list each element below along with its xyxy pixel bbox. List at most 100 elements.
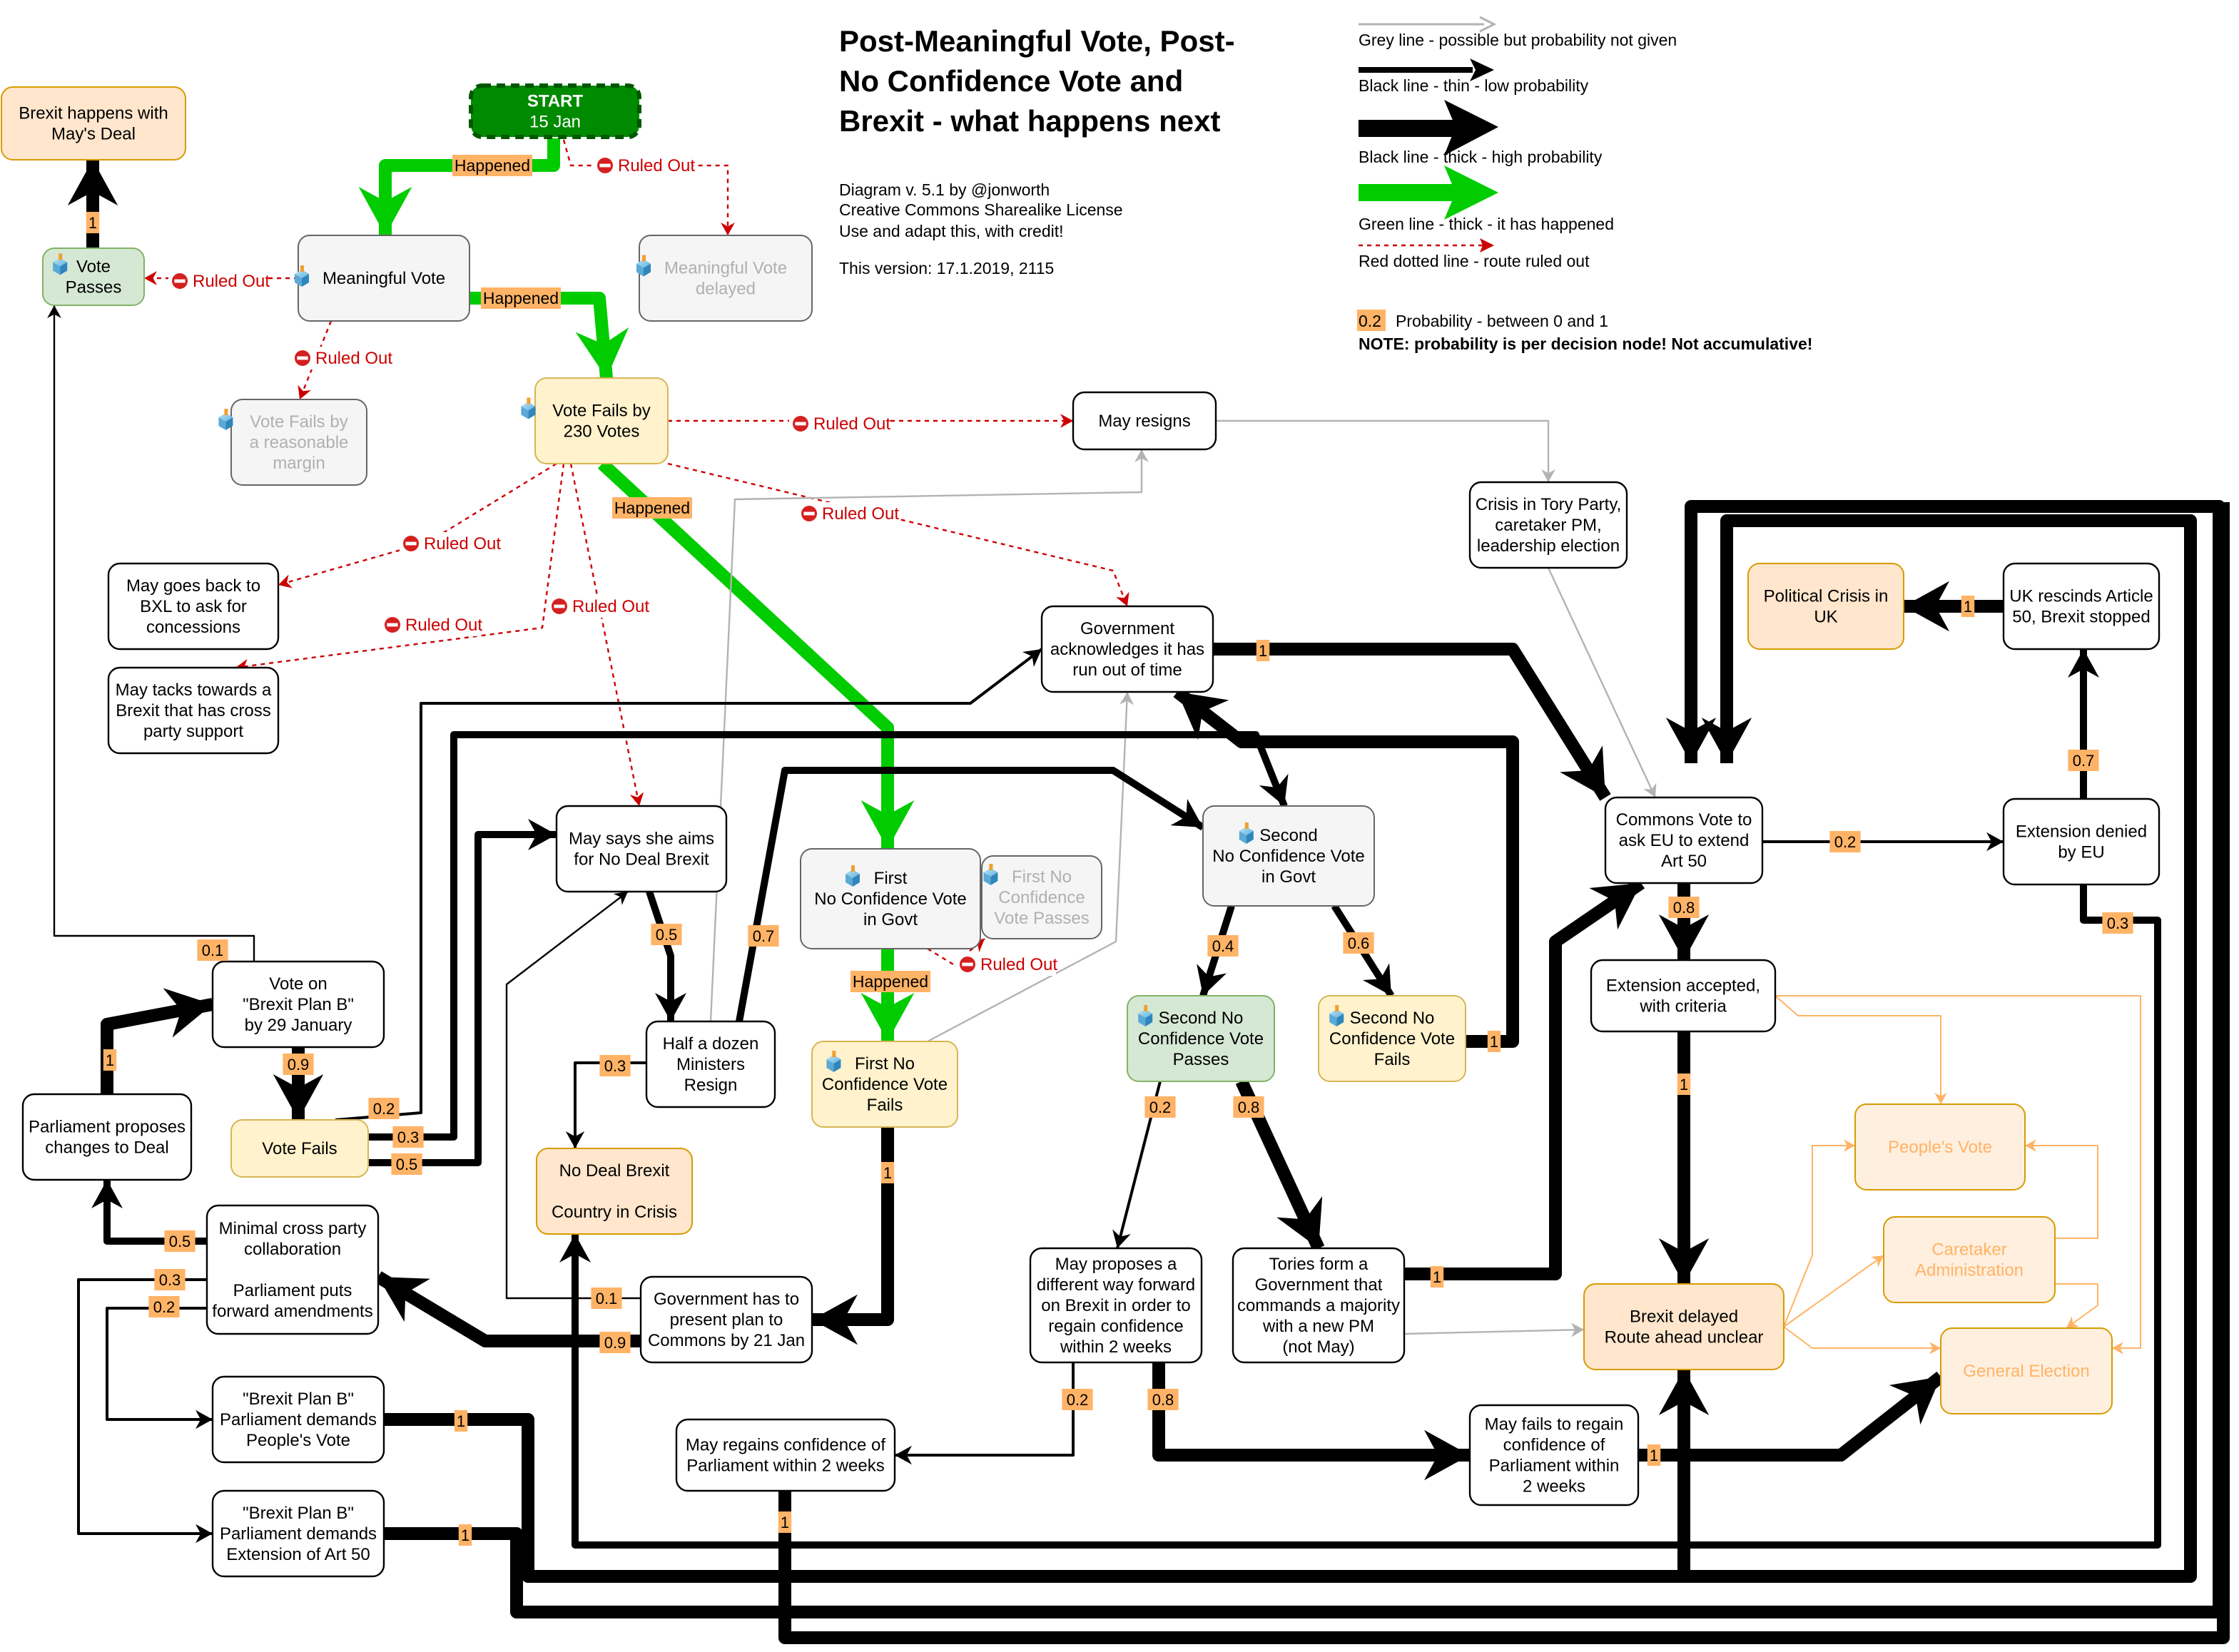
node-box [107,666,280,755]
probability-badge: 1 [458,1524,472,1546]
probability-badge-bg [1144,1096,1176,1118]
edge-arrowhead [613,892,628,905]
edge-line [1783,1326,1941,1349]
node-label: BXL to ask for [140,597,247,616]
node-vote-plan-b[interactable]: Vote on"Brexit Plan B"by 29 January [211,960,385,1049]
edge-ruled-230-bxl [278,462,557,588]
node-plan-b-peoples-vote[interactable]: "Brexit Plan B"Parliament demandsPeople'… [211,1375,385,1464]
node-label: by EU [2058,843,2104,862]
legend-thick-arrowhead [1444,100,1498,155]
ballot-box-icon [1138,1005,1153,1026]
node-peoples-vote[interactable]: People's Vote [1854,1103,2026,1190]
node-vote-fails[interactable]: Vote Fails [230,1119,369,1178]
ballot-box-icon [521,397,536,419]
edge-mayproposes-regains [895,1362,1075,1465]
legend-thin-line [1359,67,1473,73]
node-minimal-cross[interactable]: Minimal cross partycollaborationParliame… [205,1204,380,1335]
edge-line [812,1127,894,1326]
probability-badge: 0.2 [1062,1389,1093,1410]
node-label: changes to Deal [45,1138,168,1158]
edge-arrowhead [1643,782,1657,797]
node-label: Brexit happens with [19,104,168,123]
node-box [205,1204,380,1335]
node-box [42,248,145,306]
edge-arrowhead [629,792,644,806]
probability-badge: 1 [1677,1074,1691,1095]
node-general-election[interactable]: General Election [1940,1327,2113,1414]
node-label: Second No [1159,1009,1244,1028]
node-box [1883,1216,2056,1303]
node-extension-accepted[interactable]: Extension accepted,with criteria [1590,959,1777,1033]
node-tory-crisis[interactable]: Crisis in Tory Party,caretaker PM,leader… [1468,481,1628,569]
edge-govtime-commons [1213,643,1611,801]
edge-arrowhead [378,1277,430,1322]
edge-arrowhead [1120,692,1134,705]
probability-badge-bg [454,1410,468,1432]
probability-value: 0.3 [604,1057,626,1075]
probability-value: 0.2 [1149,1098,1172,1116]
probability-badge-bg [1668,897,1700,918]
node-meaningful-vote[interactable]: Meaningful Vote [295,235,470,322]
edge-arrowhead [1934,1093,1947,1104]
edge-line [1775,995,2141,1349]
ballot-box-icon [983,864,998,885]
edge-regains-delayed [1658,1370,1710,1576]
node-box [675,1418,896,1492]
probability-badge: 0.5 [164,1230,196,1252]
edge-tories-commons [1404,877,1645,1280]
node-plan-b-extension[interactable]: "Brexit Plan B"Parliament demandsExtensi… [211,1489,385,1578]
edge-halfdozen-second-ncv [736,767,1205,1022]
node-label: acknowledges it has [1050,640,1204,659]
ruled-out-label: Ruled Out [193,272,270,291]
node-label: Fails [1374,1050,1411,1069]
node-may-resigns[interactable]: May resigns [1072,391,1217,451]
diagram-title: Post-Meaningful Vote, Post- No Confidenc… [839,24,1235,138]
edge-line [53,305,255,962]
happened-badge-bg [851,971,930,992]
node-label: Route ahead unclear [1605,1328,1764,1347]
node-box [534,377,669,464]
node-label: on Brexit in order to [1041,1296,1190,1315]
probability-value: 1 [461,1526,469,1544]
edge-firstfails-present [812,1127,894,1345]
node-label: for No Deal Brexit [574,850,709,870]
happened-label: Happened [455,156,530,175]
probability-badge-bg [391,1153,422,1175]
probability-badge: 0.2 [1829,831,1861,852]
ruled-out-badge: Ruled Out [956,953,1057,976]
ruled-out-label: Ruled Out [813,414,890,434]
probability-badge-bg [197,939,228,961]
ballot-box-icon [826,1051,841,1072]
edge-line [106,1307,213,1421]
